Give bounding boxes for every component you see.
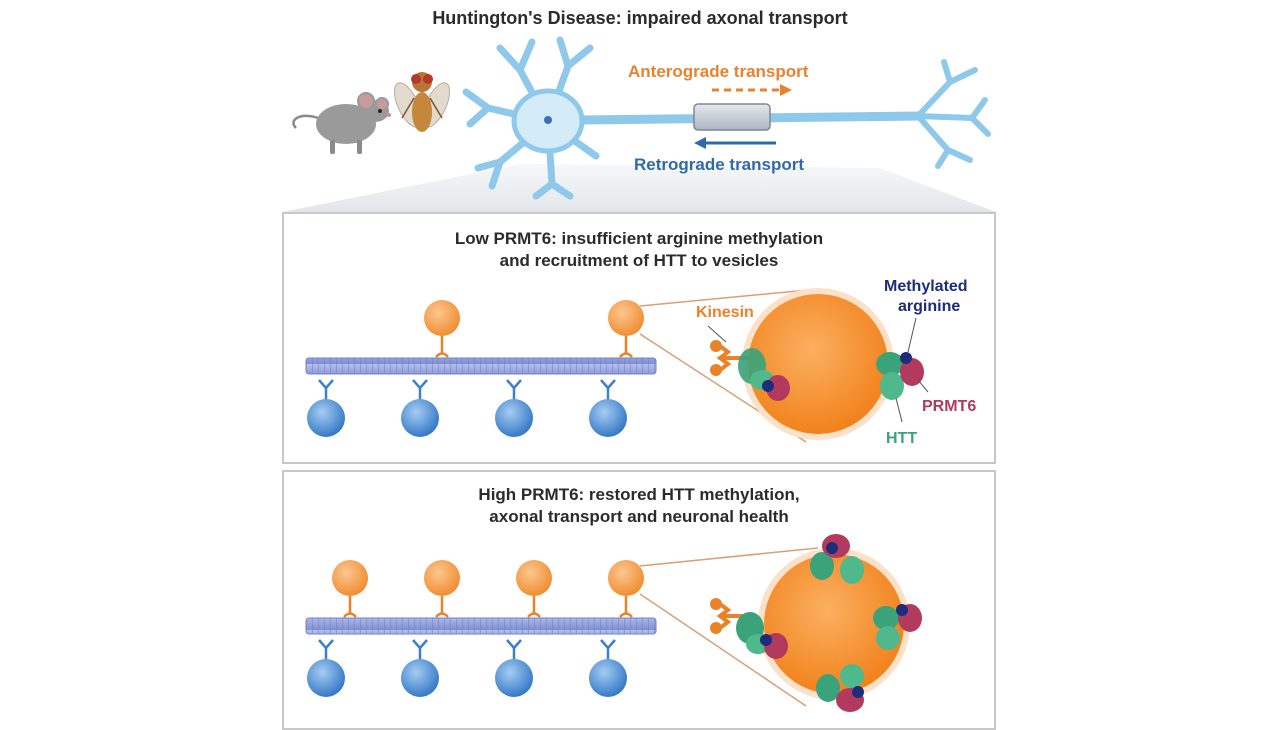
methylated-arginine-label-line1: Methylated [884,278,968,295]
methylated-leader [907,317,917,353]
kinesin-leader [707,325,727,343]
high-panel-title-line1: High PRMT6: restored HTT methylation, [478,485,800,504]
kinesin-label: Kinesin [696,304,754,321]
neuron-nucleus [544,116,552,124]
high-panel-title-line2: axonal transport and neuronal health [489,507,789,526]
zoom-fan [282,164,996,212]
prmt6-label: PRMT6 [922,398,977,415]
low-kinesin-vesicle-1 [424,300,460,358]
retrograde-arrow [694,137,776,149]
high-kinesin-vesicle-2 [424,560,460,618]
low-zoom-line-top [639,289,809,307]
low-panel-title-line1: Low PRMT6: insufficient arginine methyla… [454,229,824,248]
high-zoom-line-bottom [639,593,807,707]
htt-leader [895,397,903,423]
high-dynein-vesicle-3 [495,639,533,697]
anterograde-arrow [712,84,792,96]
high-kinesin-vesicle-1 [332,560,368,618]
mouse-icon [292,92,391,154]
prmt6-leader [917,379,929,393]
high-prmt6-panel: High PRMT6: restored HTT methylation, ax… [282,470,996,730]
high-dynein-vesicle-4 [589,639,627,697]
high-kinesin-vesicle-3 [516,560,552,618]
low-prmt6-panel: Low PRMT6: insufficient arginine methyla… [282,212,996,464]
low-kinesin-motor [710,340,754,376]
low-htt-complex-left [738,348,790,401]
fly-icon [393,72,451,132]
low-dynein-vesicle-3 [495,379,533,437]
low-dynein-vesicle-4 [589,379,627,437]
retrograde-label: Retrograde transport [634,155,805,174]
high-large-vesicle [758,548,910,700]
high-dynein-vesicle-2 [401,639,439,697]
high-zoom-line-top [639,547,819,567]
low-kinesin-vesicle-2 [608,300,644,358]
low-panel-title-line2: and recruitment of HTT to vesicles [499,251,779,270]
methylated-arginine-label-line2: arginine [898,298,961,315]
high-microtubule [305,617,657,635]
high-htt-complex-right [873,604,922,650]
high-dynein-vesicle-1 [307,639,345,697]
cargo-vesicle [693,103,771,131]
high-htt-complex-top [810,534,864,584]
high-htt-complex-left [736,612,788,659]
low-htt-complex-right [876,352,924,400]
low-dynein-vesicle-1 [307,379,345,437]
high-kinesin-vesicle-4 [608,560,644,618]
high-kinesin-motor [710,598,754,634]
low-dynein-vesicle-2 [401,379,439,437]
htt-label: HTT [886,430,918,447]
low-microtubule [305,357,657,375]
anterograde-label: Anterograde transport [628,62,809,81]
high-htt-complex-bottom [816,664,864,712]
diagram-title: Huntington's Disease: impaired axonal tr… [432,8,848,28]
